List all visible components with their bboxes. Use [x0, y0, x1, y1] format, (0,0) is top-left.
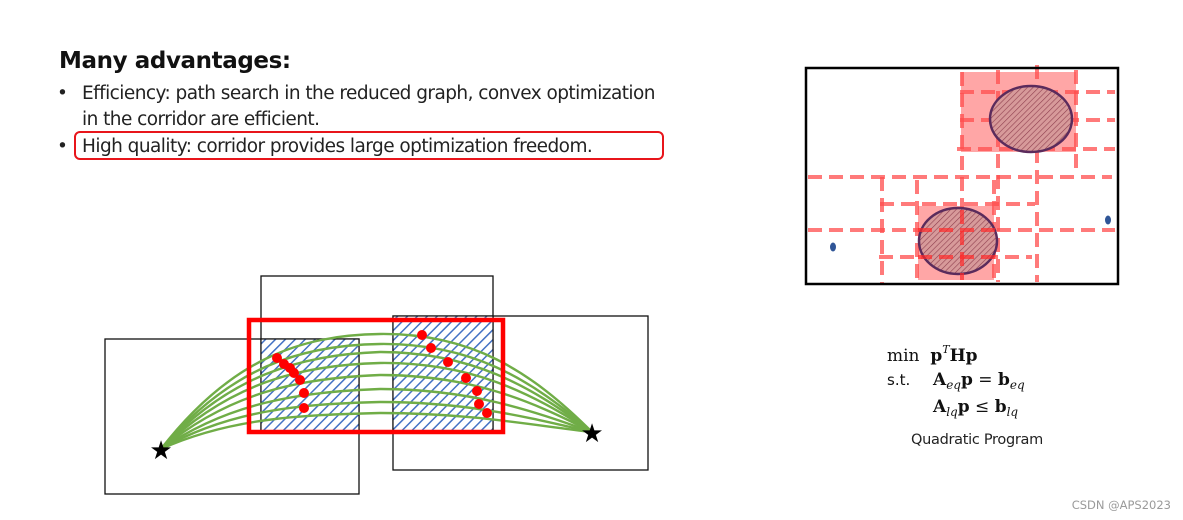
formula-inequality-constraint: Alqp ≤ blq: [933, 397, 1019, 419]
corridor-highlight: [246, 317, 506, 435]
bullet-high-quality: • High quality: corridor provides large o…: [57, 134, 593, 160]
highlight-box: [74, 131, 664, 160]
bullet-efficiency-continued: in the corridor are efficient.: [82, 109, 320, 130]
bullet-marker: •: [57, 83, 68, 104]
corridor-diagram: ★ ★: [104, 275, 649, 495]
formula-objective: min pTHp: [887, 343, 978, 366]
waypoints: [272, 330, 492, 418]
obstacle-lower: [917, 206, 999, 276]
formula-caption: Quadratic Program: [911, 432, 1043, 448]
grid-map-figure: [804, 65, 1120, 286]
goal-star-icon: ★: [580, 419, 603, 449]
grid-map-border: [804, 66, 1120, 286]
start-dot-icon: [830, 242, 836, 252]
formula-min-label: min: [887, 346, 920, 366]
bullet-text: High quality: corridor provides large op…: [82, 136, 593, 157]
slide-heading: Many advantages:: [59, 48, 291, 74]
bullet-efficiency: • Efficiency: path search in the reduced …: [57, 81, 656, 107]
grid-dashed-lines: [808, 65, 1115, 285]
obstacle-upper: [988, 84, 1074, 154]
formula-st-label: s.t.: [887, 371, 911, 389]
formula-equality-constraint: s.t.Aeqp = beq: [887, 370, 1025, 392]
bullet-text: Efficiency: path search in the reduced g…: [82, 83, 656, 104]
goal-dot-icon: [1105, 215, 1111, 225]
bullet-marker: •: [57, 136, 68, 157]
trajectories: [160, 332, 593, 451]
start-star-icon: ★: [149, 436, 172, 466]
watermark: CSDN @APS2023: [1071, 498, 1171, 512]
